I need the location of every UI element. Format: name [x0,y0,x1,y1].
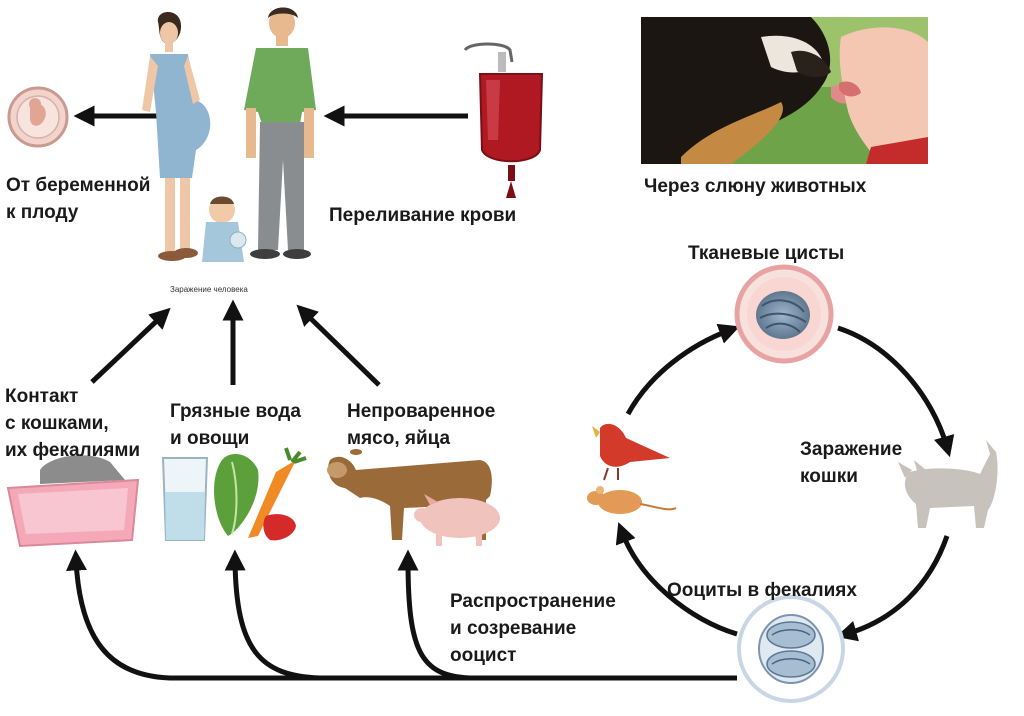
label-human-infection: Заражение человека [170,285,248,294]
label-spread-line-2: и созревание [450,618,577,639]
man-icon [244,7,316,259]
arrow-cat-to-oocyst [835,535,950,642]
label-dirty-water-line-1: Грязные вода [170,401,301,422]
arrow-oocyst-spread [66,549,737,681]
cow-icon [327,449,492,540]
tissue-cyst-icon [734,264,834,364]
label-undercooked-meat: Непроваренное мясо, яйца [347,398,495,452]
fetus-icon [7,86,69,148]
oocyst-icon [737,595,845,703]
mouse-icon [587,486,677,514]
label-spread-line-1: Распространение [450,591,616,612]
litter-box-icon [6,455,140,548]
label-cat-contact-line-1: Контакт [5,386,79,407]
label-spread-line-3: ооцист [450,645,517,666]
label-animal-saliva: Через слюну животных [644,176,867,197]
label-cat-contact-line-2: с кошками, [5,413,109,434]
label-meat-line-2: мясо, яйца [347,428,451,449]
label-tissue-cysts: Тканевые цисты [688,243,845,264]
label-blood-transfusion: Переливание крови [329,205,517,226]
label-cat-contact: Контакт с кошками, их фекалиями [5,383,140,464]
cat-icon [898,440,998,528]
label-cat-contact-line-3: их фекалиями [5,440,141,461]
label-dirty-water: Грязные вода и овощи [170,398,301,452]
label-oocysts-feces: Ооциты в фекалиях [667,580,857,601]
baby-icon [202,196,247,262]
arrow-oocyst-to-animals [615,522,738,637]
bird-icon [592,423,670,481]
label-pregnant-line-2: к плоду [6,202,79,223]
arrow-meat-to-human [296,304,381,387]
label-pregnant-line-1: От беременной [6,175,151,196]
pig-icon [414,494,500,546]
pregnant-woman-icon [142,11,211,261]
label-pregnant-to-fetus: От беременной к плоду [6,172,150,226]
label-dirty-water-line-2: и овощи [170,428,250,449]
blood-bag-icon [463,42,544,198]
label-cat-infection-line-2: кошки [800,466,858,487]
label-cat-infection-line-1: Заражение [800,439,903,460]
vegetables-icon [214,447,307,541]
dog-kiss-photo [641,17,928,164]
arrow-cat-contact-to-human [90,307,171,384]
water-glass-icon [161,457,209,541]
arrow-cyst-to-cat [837,325,955,458]
arrow-bird-to-cyst [625,323,740,416]
label-cat-infection: Заражение кошки [800,436,902,490]
label-spread-maturation: Распространение и созревание ооцист [450,588,616,669]
label-meat-line-1: Непроваренное [347,401,496,422]
